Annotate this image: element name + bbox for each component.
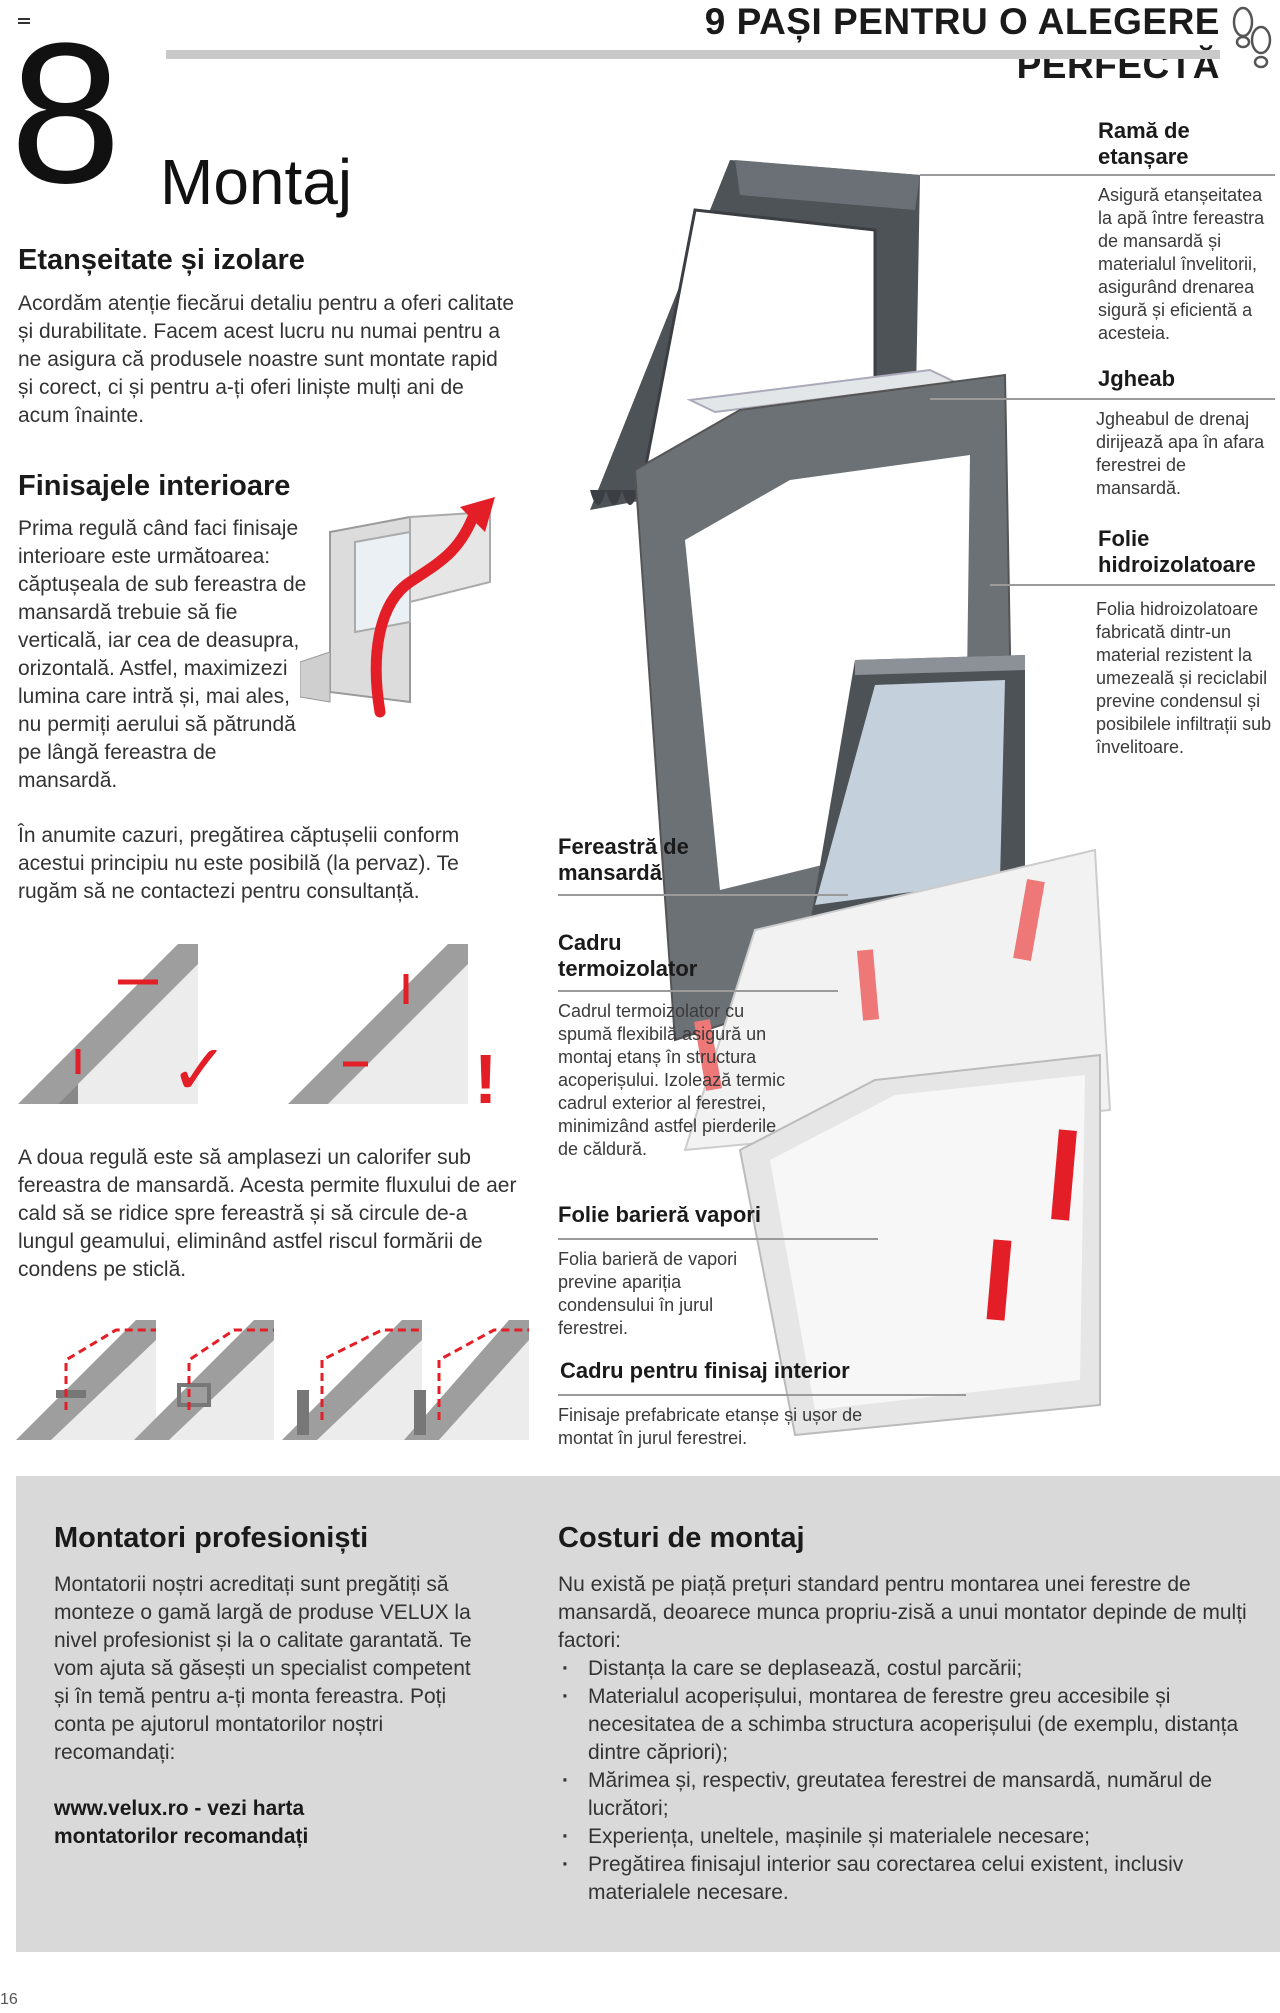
section-title-finishes: Finisajele interioare (18, 470, 291, 502)
warning-icon: ! (474, 1040, 498, 1118)
radiator-diagram-1 (16, 1320, 156, 1440)
label-membrane-rule (990, 584, 1275, 586)
box-title-installers: Montatori profesioniști (54, 1522, 369, 1554)
label-interior-lining-rule (558, 1394, 966, 1396)
header-rule (166, 50, 1220, 59)
lining-incorrect-diagram (288, 944, 468, 1104)
installers-map-link[interactable]: www.velux.ro - vezi harta montatorilor r… (54, 1797, 309, 1848)
window-exploded-view (590, 160, 1112, 1437)
list-item: Mărimea și, respectiv, greutatea ferestr… (558, 1767, 1248, 1823)
footprints-icon (1232, 6, 1272, 69)
label-vapour-barrier-rule (558, 1238, 878, 1240)
section-text-finishes: Prima regulă când faci finisaje interioa… (18, 517, 307, 792)
section-text-radiator: A doua regulă este să amplasezi un calor… (18, 1146, 517, 1281)
menu-icon[interactable] (18, 18, 30, 26)
costs-factor-list: Distanța la care se deplasează, costul p… (558, 1655, 1248, 1907)
desc-interior-lining: Finisaje prefabricate etanșe și ușor de … (558, 1405, 863, 1448)
section-text-note: În anumite cazuri, pregătirea căptușelii… (18, 824, 460, 903)
label-gutter-rule (930, 398, 1275, 400)
desc-membrane: Folia hidroizolatoare fabricată dintr-un… (1096, 599, 1272, 757)
check-icon: ✓ (170, 1031, 229, 1109)
desc-flashing: Asigură etanșeitatea la apă între fereas… (1098, 185, 1265, 343)
box-title-costs: Costuri de montaj (558, 1522, 805, 1554)
label-vapour-barrier: Folie barieră vapori (558, 1202, 761, 1227)
label-membrane: Folie hidroizolatoare (1098, 526, 1256, 577)
list-item: Pregătirea finisajul interior sau corect… (558, 1851, 1248, 1907)
label-window-rule (558, 894, 848, 896)
section-text-sealing: Acordăm atenție fiecărui detaliu pentru … (18, 292, 515, 427)
box-text-installers: Montatorii noștri acreditați sunt pregăt… (54, 1573, 472, 1764)
label-window: Fereastră de mansardă (558, 834, 689, 885)
radiator-diagram-3 (282, 1320, 422, 1440)
section-title-sealing: Etanșeitate și izolare (18, 244, 305, 276)
desc-gutter: Jgheabul de drenaj dirijează apa în afar… (1096, 409, 1265, 498)
label-flashing-rule (920, 174, 1275, 176)
lining-correct-diagram (18, 944, 198, 1104)
list-item: Distanța la care se deplasează, costul p… (558, 1655, 1248, 1683)
list-item: Materialul acoperișului, montarea de fer… (558, 1683, 1248, 1767)
page-header-title: 9 PAȘI PENTRU O ALEGERE PERFECTĂ (704, 1, 1220, 86)
radiator-diagram-2 (134, 1320, 274, 1440)
box-text-costs: Nu există pe piață prețuri standard pent… (558, 1573, 1247, 1652)
radiator-diagram-4 (404, 1320, 529, 1440)
label-insulation-rule (558, 990, 838, 992)
airflow-illustration (300, 497, 495, 718)
step-title: Montaj (160, 146, 353, 218)
desc-vapour-barrier: Folia barieră de vapori previne apariția… (558, 1249, 738, 1338)
label-flashing: Ramă de etanșare (1098, 118, 1190, 169)
desc-insulation: Cadrul termoizolator cu spumă flexibilă … (558, 1001, 786, 1159)
list-item: Experiența, uneltele, mașinile și materi… (558, 1823, 1248, 1851)
step-number: 8 (10, 2, 122, 225)
label-insulation: Cadru termoizolator (558, 930, 698, 981)
label-interior-lining: Cadru pentru finisaj interior (560, 1358, 850, 1383)
page-number: 16 (0, 1991, 18, 2008)
label-gutter: Jgheab (1098, 366, 1176, 391)
